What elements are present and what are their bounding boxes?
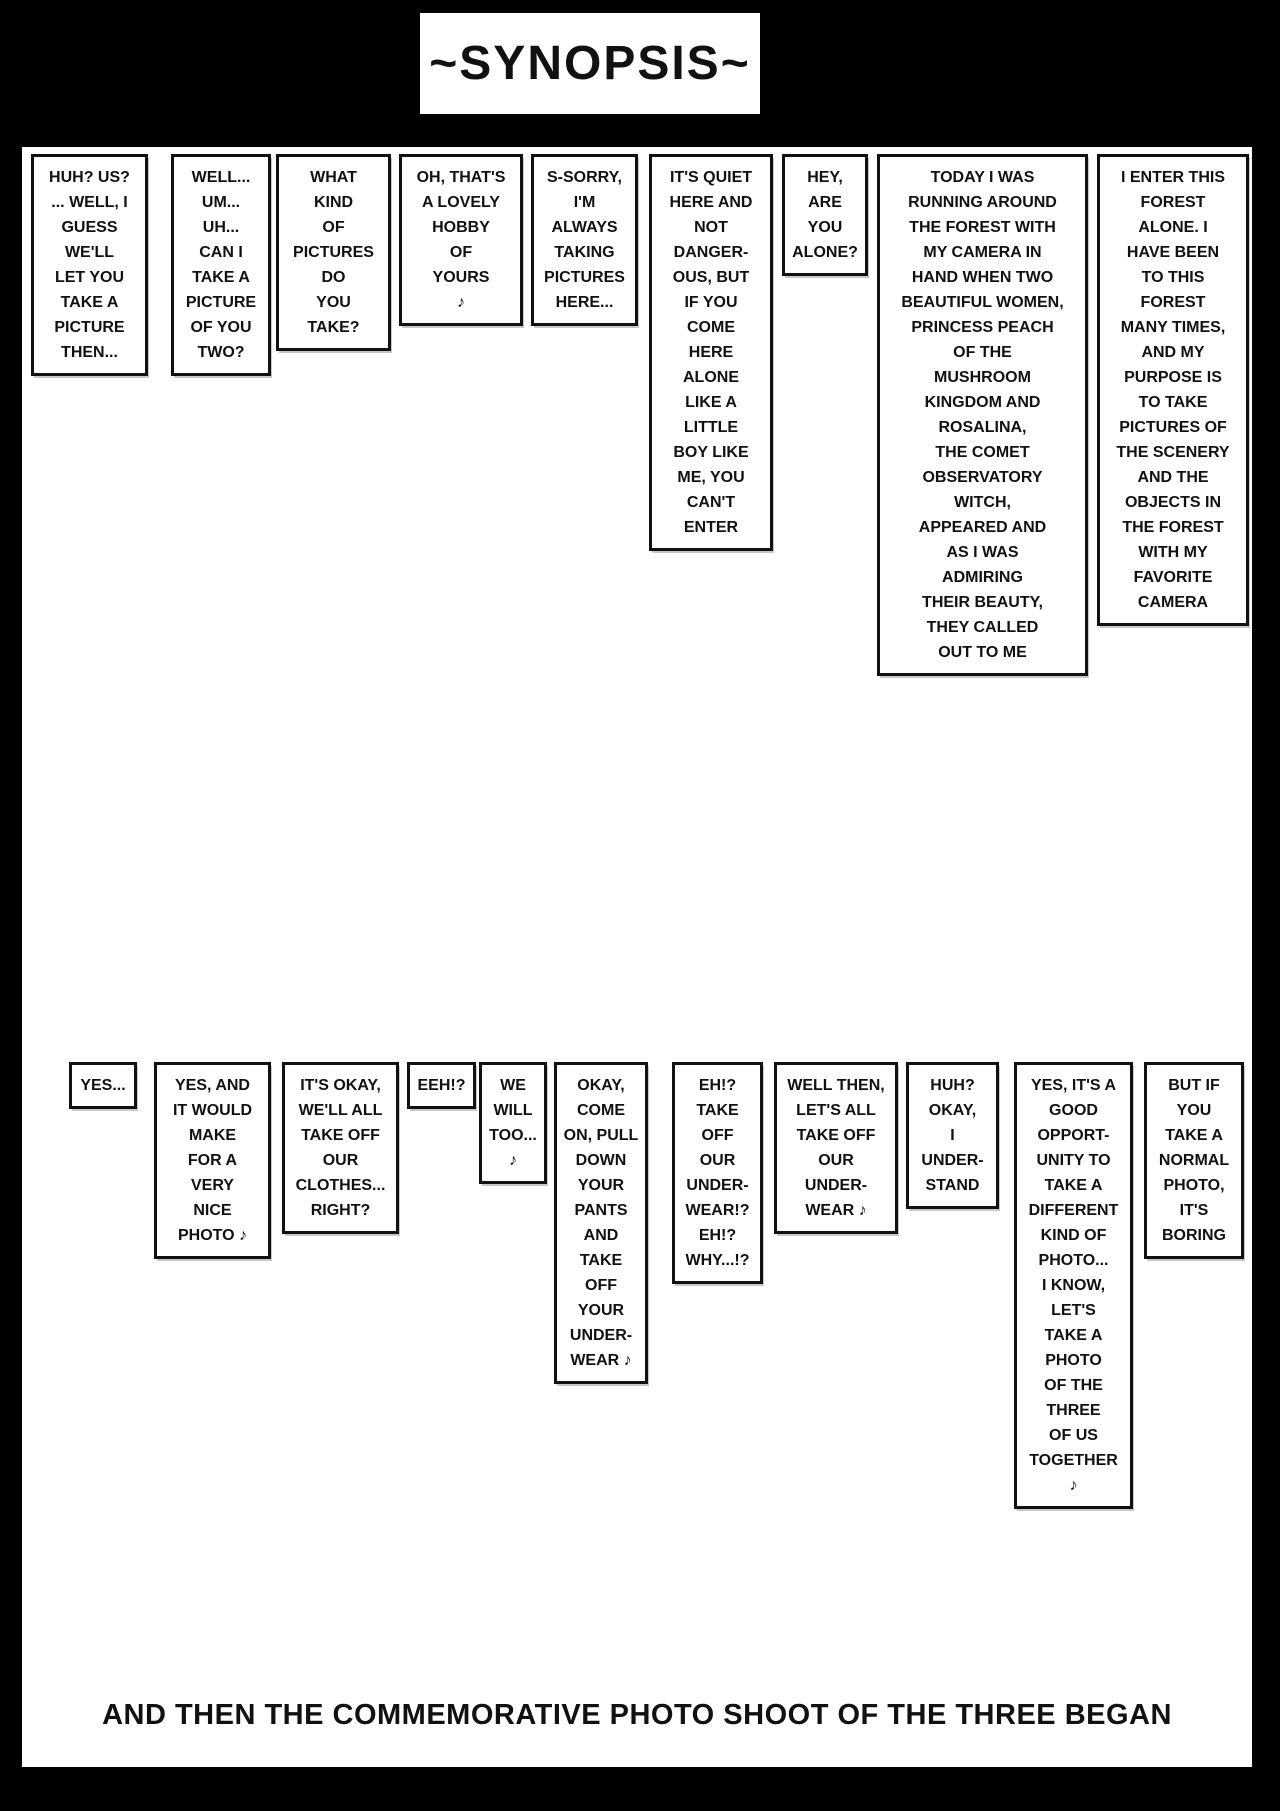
page-title: ~SYNOPSIS~ (429, 37, 751, 90)
closing-caption: AND THEN THE COMMEMORATIVE PHOTO SHOOT O… (102, 1699, 1172, 1731)
speech-box-row2-10: YES, IT'S A GOOD OPPORT- UNITY TO TAKE A… (1014, 1062, 1133, 1509)
speech-box-row2-4: EEH!? (407, 1062, 476, 1109)
speech-box-row2-5: WE WILL TOO... ♪ (479, 1062, 547, 1184)
speech-box-row2-7: EH!? TAKE OFF OUR UNDER- WEAR!? EH!? WHY… (672, 1062, 763, 1284)
speech-box-row1-8: TODAY I WAS RUNNING AROUND THE FOREST WI… (877, 154, 1088, 676)
speech-box-row1-7: HEY, ARE YOU ALONE? (782, 154, 868, 276)
speech-box-row2-2: YES, AND IT WOULD MAKE FOR A VERY NICE P… (154, 1062, 271, 1259)
speech-box-row2-3: IT'S OKAY, WE'LL ALL TAKE OFF OUR CLOTHE… (282, 1062, 399, 1234)
speech-box-row2-1: YES... (69, 1062, 137, 1109)
speech-box-row1-1: HUH? US? ... WELL, I GUESS WE'LL LET YOU… (31, 154, 148, 376)
synopsis-title-box: ~SYNOPSIS~ (420, 13, 760, 114)
speech-box-row1-4: OH, THAT'S A LOVELY HOBBY OF YOURS ♪ (399, 154, 523, 326)
speech-box-row2-8: WELL THEN, LET'S ALL TAKE OFF OUR UNDER-… (774, 1062, 898, 1234)
speech-box-row2-6: OKAY, COME ON, PULL DOWN YOUR PANTS AND … (554, 1062, 648, 1384)
speech-box-row2-11: BUT IF YOU TAKE A NORMAL PHOTO, IT'S BOR… (1144, 1062, 1244, 1259)
speech-box-row2-9: HUH? OKAY, I UNDER- STAND (906, 1062, 999, 1209)
manga-page-panel: HUH? US? ... WELL, I GUESS WE'LL LET YOU… (22, 147, 1252, 1767)
speech-box-row1-5: S-SORRY, I'M ALWAYS TAKING PICTURES HERE… (531, 154, 638, 326)
speech-box-row1-2: WELL... UM... UH... CAN I TAKE A PICTURE… (171, 154, 271, 376)
speech-box-row1-3: WHAT KIND OF PICTURES DO YOU TAKE? (276, 154, 391, 351)
speech-box-row1-9: I ENTER THIS FOREST ALONE. I HAVE BEEN T… (1097, 154, 1249, 626)
speech-box-row1-6: IT'S QUIET HERE AND NOT DANGER- OUS, BUT… (649, 154, 773, 551)
